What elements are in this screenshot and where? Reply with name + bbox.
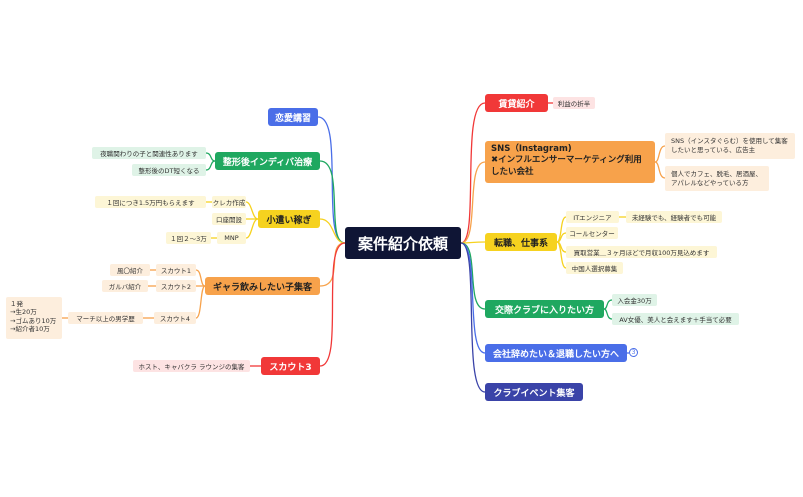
scout4-line4: →紹介者10万 (10, 325, 50, 334)
collapsed-count-badge[interactable]: 3 (629, 348, 638, 357)
edge-sns (460, 161, 486, 244)
node-sns-individual[interactable]: 個人でカフェ、脱毛、居酒屋、アパレルなどやっている方 (665, 166, 769, 191)
node-scout3[interactable]: スカウト3 (261, 357, 320, 375)
node-chintai[interactable]: 賃貸紹介 (485, 94, 548, 112)
node-scout1[interactable]: スカウト1 (156, 264, 196, 276)
node-call-center[interactable]: コールセンター (566, 227, 618, 239)
node-seikei-child1[interactable]: 夜職関わりの子と関連性あります (92, 147, 206, 159)
node-renai[interactable]: 恋愛講習 (268, 108, 318, 126)
sns-label-line1: SNS（Instagram) (491, 144, 572, 154)
node-chintai-child[interactable]: 利益の折半 (553, 97, 595, 109)
node-tenshoku[interactable]: 転職、仕事系 (485, 233, 557, 251)
node-it-engineer[interactable]: ITエンジニア (566, 211, 619, 223)
node-scout4-grandchild[interactable]: １発 →生20万 →ゴムあり10万 →紹介者10万 (6, 297, 62, 339)
node-sns[interactable]: SNS（Instagram) ✖インフルエンサーマーケティング利用したい会社 (485, 141, 655, 183)
node-seikei-child2[interactable]: 整形後のDT短くなる (132, 164, 206, 176)
node-scout2-child[interactable]: ガルバ紹介 (102, 280, 148, 292)
node-club[interactable]: 交際クラブに入りたい方 (485, 300, 604, 318)
node-chugokujin[interactable]: 中国人選択募集 (566, 262, 623, 274)
node-kozukai[interactable]: 小遣い稼ぎ (258, 210, 320, 228)
edge-kozukai (319, 218, 346, 244)
node-seikei[interactable]: 整形後インディバ治療 (215, 152, 320, 170)
edge-scout3 (319, 242, 346, 367)
edge-event (460, 242, 486, 393)
node-club-benefit[interactable]: AV女優、美人と会えます＋手当て必要 (612, 313, 739, 325)
node-kaisha[interactable]: 会社辞めたい＆退職したい方へ (485, 344, 627, 362)
node-scout4-child[interactable]: マーチ以上の男学歴 (68, 312, 143, 324)
node-mnp-child[interactable]: １回２～3万 (166, 232, 211, 244)
node-scout2[interactable]: スカウト2 (156, 280, 196, 292)
node-event[interactable]: クラブイベント集客 (485, 383, 583, 401)
scout4-line3: →ゴムあり10万 (10, 316, 57, 325)
edge-kaisha (460, 242, 486, 354)
node-scout1-child[interactable]: 風〇紹介 (110, 264, 150, 276)
node-kaitori[interactable]: 買取営業＿３ヶ月ほどで月収100万見込めます (566, 246, 717, 258)
node-it-engineer-child[interactable]: 未経験でも、経験者でも可能 (626, 211, 722, 223)
node-scout3-child[interactable]: ホスト、キャバクラ ラウンジの集客 (133, 360, 250, 372)
node-club-fee[interactable]: 入会金30万 (612, 294, 657, 306)
scout4-line2: →生20万 (10, 308, 37, 317)
edge-chintai (460, 102, 486, 244)
node-kureka[interactable]: クレカ作成 (212, 196, 246, 208)
node-koza[interactable]: 口座開設 (212, 213, 246, 225)
node-scout4[interactable]: スカウト4 (154, 312, 196, 324)
edge-renai (317, 116, 346, 244)
node-gyara[interactable]: ギャラ飲みしたい子集客 (205, 277, 320, 295)
node-kureka-child[interactable]: １回につき1.5万円もらえます (95, 196, 206, 208)
edge-club (460, 242, 486, 310)
node-mnp[interactable]: MNP (217, 232, 246, 244)
scout4-line1: １発 (10, 300, 23, 308)
node-sns-advertiser[interactable]: SNS（インスタぐらむ）を使用して集客したいと思っている、広告主 (665, 133, 795, 159)
root-node[interactable]: 案件紹介依頼 (345, 227, 461, 259)
edge-seikei (319, 160, 346, 244)
sns-label-line2: ✖インフルエンサーマーケティング利用したい会社 (491, 155, 642, 177)
